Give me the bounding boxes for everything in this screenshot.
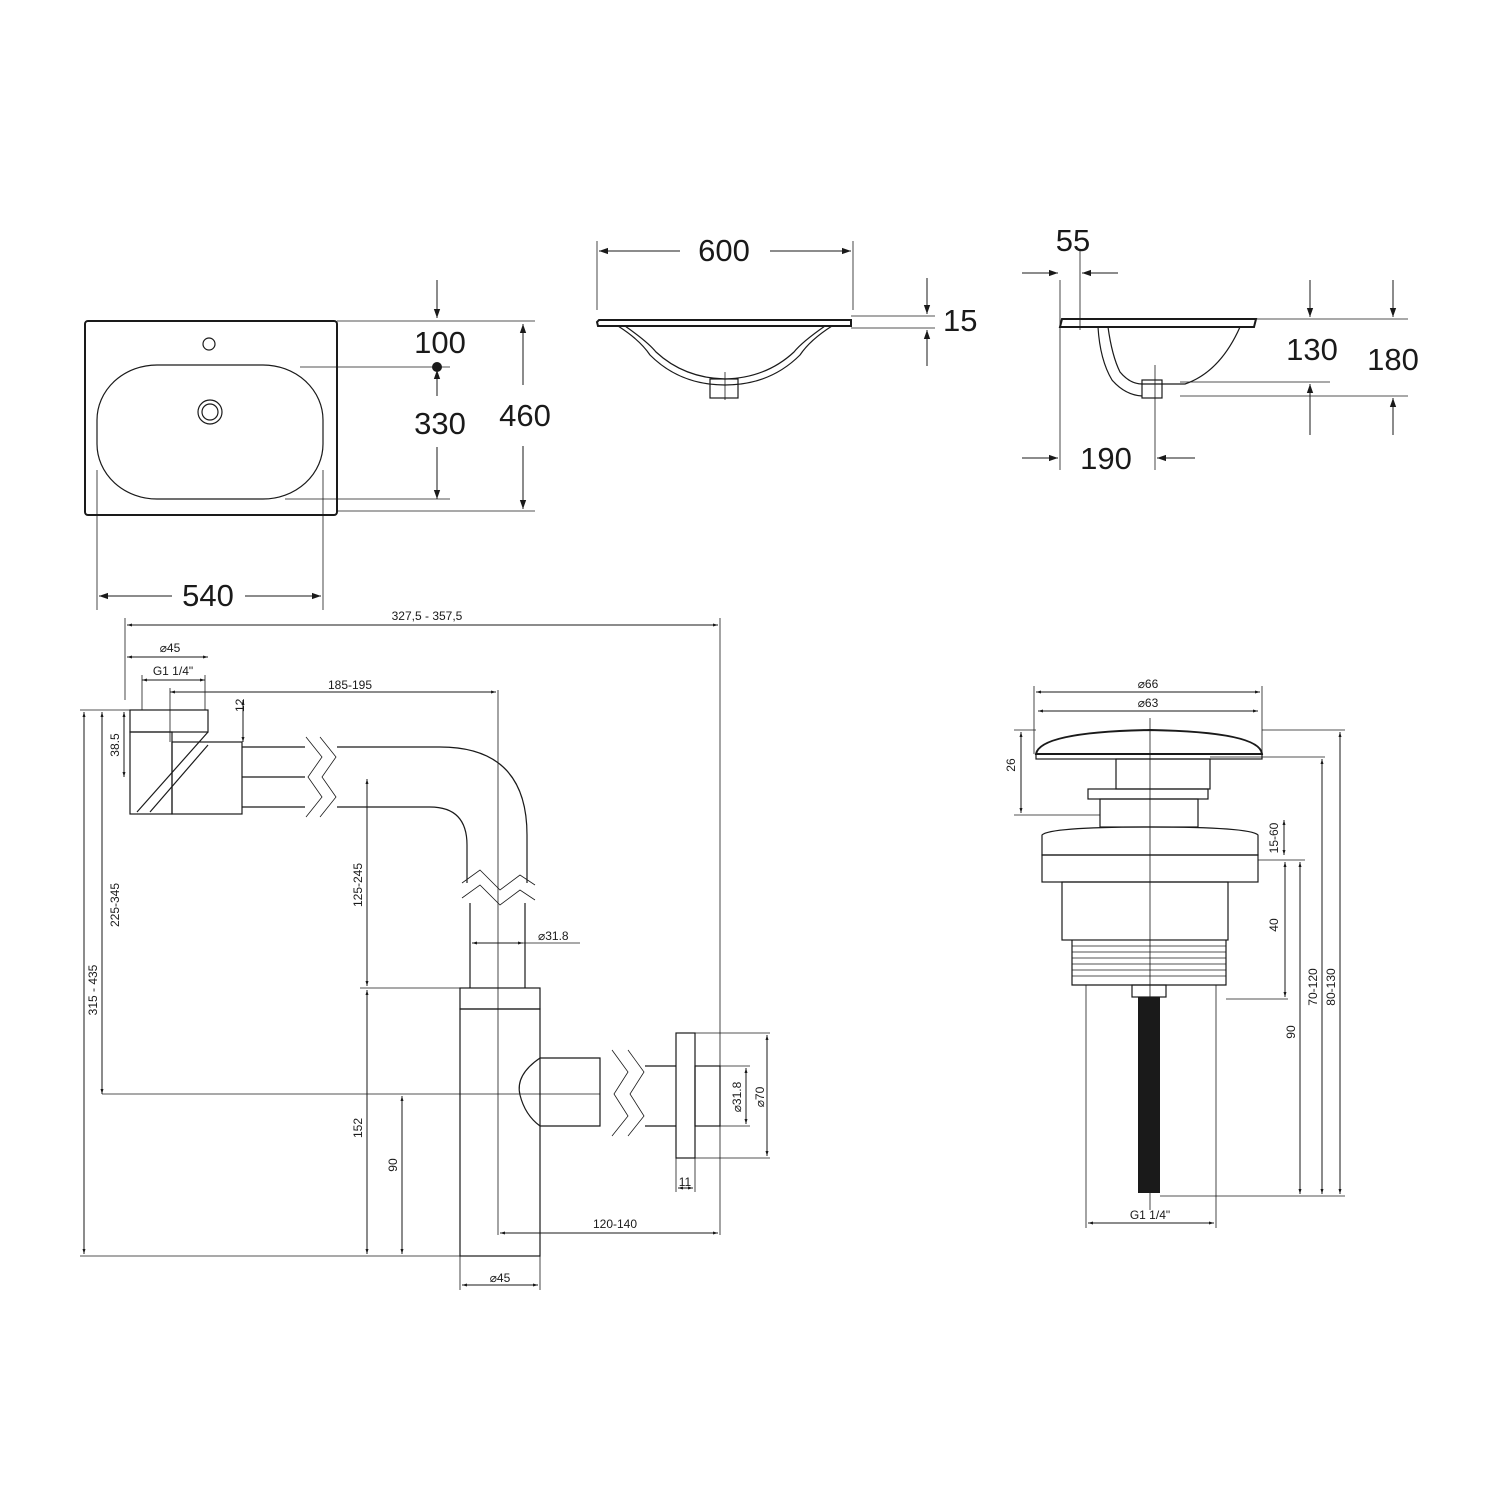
dim-width: 540 — [182, 578, 234, 613]
drain-hole-inner — [201, 403, 219, 421]
dim-pipe-diameter: ⌀31.8 — [538, 929, 569, 943]
dim-cap-outer: ⌀66 — [1138, 677, 1159, 691]
dim-total-height: 315 - 435 — [86, 964, 100, 1015]
siphon-body — [459, 1008, 541, 1257]
dim-total-short: 90 — [1284, 1025, 1298, 1039]
valve-cap — [1034, 728, 1264, 755]
valve-body — [1061, 881, 1229, 941]
inlet-body — [129, 731, 173, 815]
basin-side-section — [1097, 326, 1143, 397]
valve-stem-upper — [1115, 758, 1211, 790]
basin-bowl — [96, 364, 324, 500]
valve-stem — [1099, 798, 1199, 828]
dim-drain-offset: 190 — [1080, 441, 1132, 476]
dim-rim-offset: 55 — [1056, 223, 1090, 258]
dim-depth: 460 — [499, 398, 551, 433]
body-nut — [459, 987, 541, 1010]
drain-hole — [197, 399, 223, 425]
dim-wall-distance: 120-140 — [593, 1217, 637, 1231]
siphon-drawing: 327,5 - 357,5 ⌀45 G1 1/4" 185-195 12 38.… — [80, 609, 770, 1290]
wall-stub — [694, 1065, 721, 1127]
dim-flange-range: 15-60 — [1267, 822, 1281, 853]
dim-rosette-thickness: 11 — [679, 1175, 692, 1189]
drain-stub — [709, 378, 739, 399]
dim-total-height: 180 — [1367, 342, 1419, 377]
dim-range-a: 70-120 — [1306, 968, 1320, 1006]
dim-outlet-diameter: ⌀31.8 — [730, 1081, 744, 1112]
dim-bowl-depth: 330 — [414, 406, 466, 441]
basin-rim — [595, 319, 852, 327]
basin-side-view: 55 130 180 190 — [1022, 223, 1419, 476]
dim-pipe-adjust: 125-245 — [351, 863, 365, 907]
inlet-connector — [171, 741, 243, 815]
drain-stub — [1141, 379, 1163, 399]
valve-thread — [1071, 940, 1227, 986]
dim-body-diameter: ⌀45 — [490, 1271, 511, 1285]
dim-range-b: 80-130 — [1324, 968, 1338, 1006]
dim-cap-height: 26 — [1004, 758, 1018, 772]
valve-flange — [1041, 826, 1259, 856]
dim-cap-inner: ⌀63 — [1138, 696, 1159, 710]
dim-overall-length: 327,5 - 357,5 — [392, 609, 463, 623]
pipe-bend — [337, 746, 528, 883]
dim-rosette-diameter: ⌀70 — [753, 1086, 767, 1107]
dim-tap-offset: 100 — [414, 325, 466, 360]
dim-inlet-height: 38.5 — [108, 733, 122, 757]
dim-cap: 12 — [233, 698, 247, 712]
dim-body-height: 152 — [351, 1118, 365, 1138]
dim-body: 40 — [1267, 918, 1281, 932]
basin-outline — [84, 320, 338, 516]
drain-valve-drawing: ⌀66 ⌀63 26 15-60 40 90 70-120 80-130 G1 … — [1004, 677, 1345, 1228]
basin-top-view: 100 330 460 540 — [84, 280, 551, 613]
dim-width: 600 — [698, 233, 750, 268]
dim-thread: G1 1/4" — [1130, 1208, 1170, 1222]
dim-vertical-range: 225-345 — [108, 883, 122, 927]
basin-front-view: 600 15 — [595, 233, 977, 400]
outlet-pipe — [540, 1057, 601, 1127]
dim-inlet-diameter: ⌀45 — [160, 641, 181, 655]
tap-hole — [202, 337, 216, 351]
inlet-cap — [129, 709, 209, 733]
threaded-rod — [1138, 997, 1160, 1193]
dim-bowl-height: 130 — [1286, 332, 1338, 367]
basin-rim — [1058, 318, 1258, 328]
dim-horizontal: 185-195 — [328, 678, 372, 692]
dim-rim: 15 — [943, 303, 977, 338]
wall-rosette — [675, 1032, 696, 1159]
dim-thread: G1 1/4" — [153, 664, 193, 678]
dim-outlet-height: 90 — [386, 1158, 400, 1172]
